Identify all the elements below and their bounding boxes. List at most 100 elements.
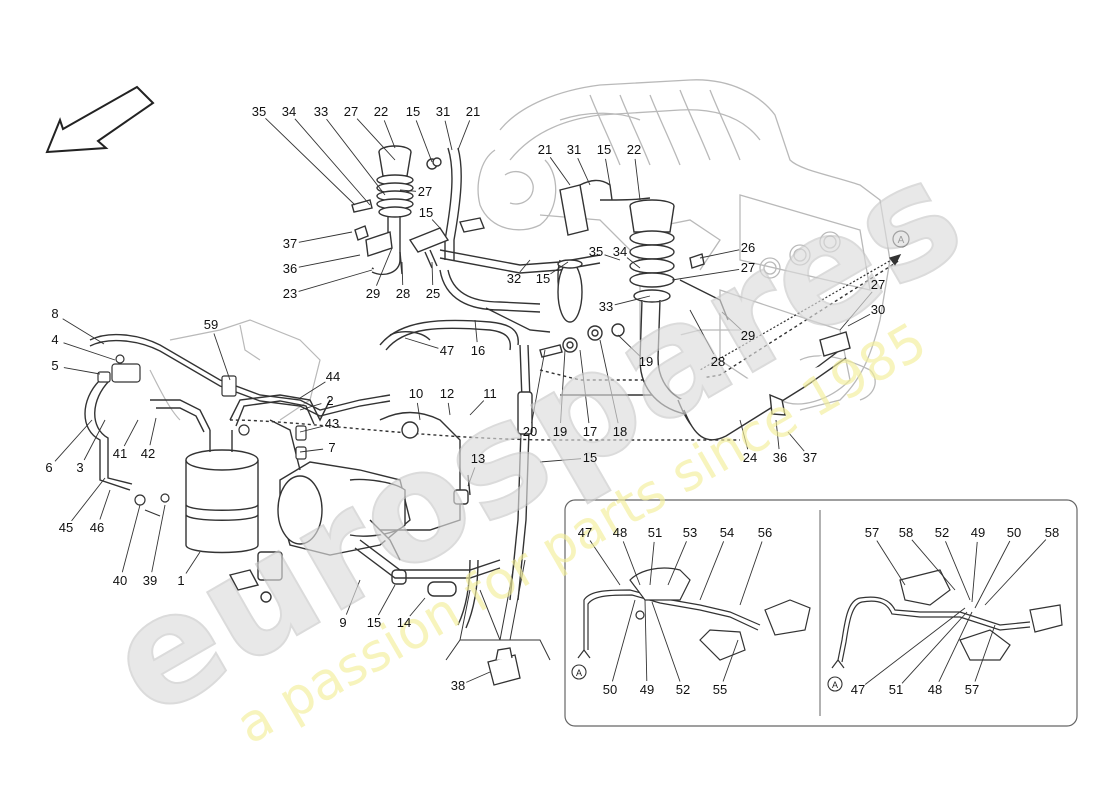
callout-label: 29 — [366, 286, 380, 301]
leader-line — [62, 318, 105, 345]
leader-line — [739, 419, 749, 450]
leader-line — [404, 337, 439, 349]
callout-label: 20 — [523, 424, 537, 439]
callout-label: 21 — [538, 142, 552, 157]
callout-label: 49 — [971, 525, 985, 540]
leader-line — [974, 624, 996, 682]
callout-label: 31 — [436, 104, 450, 119]
callout-label: 33 — [314, 104, 328, 119]
callout-label: 8 — [51, 306, 58, 321]
leader-line — [469, 400, 485, 416]
callout-label: 34 — [613, 244, 627, 259]
callout-label: 42 — [141, 446, 155, 461]
callout-label: 58 — [899, 525, 913, 540]
callout-label: 23 — [283, 286, 297, 301]
svg-text:A: A — [832, 680, 838, 690]
callout-label: 15 — [406, 104, 420, 119]
leader-line — [444, 120, 453, 151]
leader-line — [651, 601, 681, 682]
leader-line — [54, 419, 93, 462]
leader-line — [699, 541, 725, 601]
leader-line — [644, 599, 648, 682]
leader-line — [416, 402, 421, 421]
leader-line — [974, 540, 1011, 609]
leader-line — [298, 254, 361, 268]
callout-label: 15 — [367, 615, 381, 630]
leader-line — [671, 268, 740, 281]
callout-label: 38 — [451, 678, 465, 693]
callout-label: 12 — [440, 386, 454, 401]
leader-line — [611, 599, 636, 682]
callout-label: 9 — [339, 615, 346, 630]
leader-line — [265, 117, 356, 206]
callout-label: 10 — [409, 386, 423, 401]
callout-label: 25 — [426, 286, 440, 301]
callout-label: 39 — [143, 573, 157, 588]
callout-label: 55 — [713, 682, 727, 697]
lower-left-assembly — [185, 411, 471, 603]
leader-line — [605, 158, 611, 186]
leader-line — [399, 189, 417, 192]
callout-label: 15 — [536, 271, 550, 286]
callout-label: 47 — [851, 682, 865, 697]
callout-label: 27 — [344, 104, 358, 119]
callout-label: 45 — [59, 520, 73, 535]
leader-line — [945, 541, 971, 601]
callout-label: 24 — [743, 450, 757, 465]
callout-label: 52 — [676, 682, 690, 697]
callout-label: 51 — [889, 682, 903, 697]
callout-label: 26 — [741, 240, 755, 255]
callout-a-arrow — [699, 254, 902, 371]
leader-line — [415, 120, 433, 163]
right-upper-assembly — [559, 179, 851, 441]
callout-label: 59 — [204, 317, 218, 332]
leader-line — [589, 540, 621, 586]
callout-label: 31 — [567, 142, 581, 157]
leader-line — [519, 259, 531, 273]
leader-line — [699, 249, 740, 259]
inset-callout-right: A — [827, 676, 843, 692]
leader-line — [549, 157, 571, 186]
callout-label: 37 — [283, 236, 297, 251]
leader-line — [938, 611, 973, 683]
callout-label: 5 — [51, 358, 58, 373]
leader-line — [63, 367, 101, 375]
callout-label: 46 — [90, 520, 104, 535]
callout-label: 27 — [418, 184, 432, 199]
leader-line — [466, 671, 491, 683]
callout-label: 16 — [471, 343, 485, 358]
leader-line — [457, 120, 471, 151]
callout-label: 15 — [419, 205, 433, 220]
leader-line — [847, 313, 871, 327]
leader-line — [298, 231, 353, 243]
leader-line — [299, 403, 322, 411]
clamp-38 — [487, 647, 521, 686]
callout-label: 33 — [599, 299, 613, 314]
callout-label: 6 — [45, 460, 52, 475]
callout-label: 19 — [553, 424, 567, 439]
leader-line — [298, 269, 373, 292]
callout-label: 35 — [252, 104, 266, 119]
leader-line — [876, 540, 906, 586]
callout-label: 15 — [583, 450, 597, 465]
leader-lines — [54, 117, 1047, 685]
leader-line — [377, 584, 396, 616]
callout-label: 21 — [466, 104, 480, 119]
callout-label: 56 — [758, 525, 772, 540]
leader-line — [431, 219, 441, 229]
callout-label: 57 — [965, 682, 979, 697]
leader-line — [299, 425, 324, 433]
leader-line — [63, 342, 116, 361]
leader-line — [614, 295, 651, 306]
leader-line — [431, 261, 434, 286]
callout-label: 32 — [507, 271, 521, 286]
callout-label: 47 — [440, 343, 454, 358]
callout-label: 15 — [597, 142, 611, 157]
leader-line — [356, 118, 396, 161]
leader-line — [99, 489, 111, 520]
leader-line — [971, 541, 978, 603]
left-hardware — [97, 354, 307, 517]
leader-line — [467, 467, 476, 487]
leader-line — [299, 448, 324, 453]
leader-line — [839, 291, 873, 331]
